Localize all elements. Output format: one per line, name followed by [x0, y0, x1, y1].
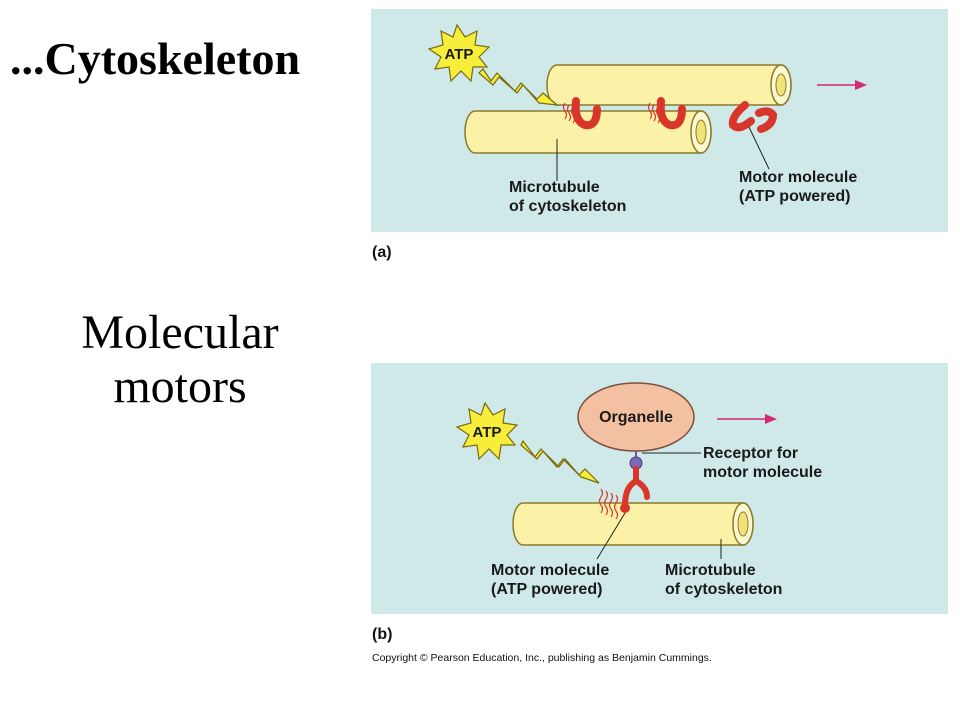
- panel-b-label: (b): [372, 626, 393, 643]
- receptor-label-2: motor molecule: [703, 464, 822, 481]
- diagram-panel-b: Organelle ATP: [371, 363, 948, 614]
- motor-molecule: [656, 97, 686, 130]
- receptor: [629, 451, 643, 470]
- atp-starburst-a: ATP: [427, 23, 491, 83]
- diagram-b-svg: Organelle ATP: [371, 363, 948, 614]
- motor-label-a-2: (ATP powered): [739, 188, 850, 205]
- subtitle-line-1: Molecular: [81, 306, 279, 359]
- organelle: Organelle: [577, 382, 695, 452]
- motor-molecule: [755, 107, 778, 133]
- motor-molecules-a: [571, 97, 778, 133]
- diagram-panel-a: ATP Microtubule of cytoskeleton Motor mo…: [371, 9, 948, 232]
- upper-microtubule: [546, 64, 792, 106]
- leader-line-motor-a: [748, 126, 770, 170]
- energy-squiggles-b: [598, 488, 619, 520]
- diagram-a-svg: ATP Microtubule of cytoskeleton Motor mo…: [371, 9, 948, 232]
- direction-arrow-a: [817, 80, 867, 90]
- microtubule-label-a-1: Microtubule: [509, 179, 600, 196]
- slide-title: ...Cytoskeleton: [10, 33, 301, 84]
- copyright-notice: Copyright © Pearson Education, Inc., pub…: [372, 652, 712, 664]
- receptor-label-1: Receptor for: [703, 445, 798, 462]
- slide-subtitle: Molecular motors: [40, 306, 320, 414]
- lightning-bolt-a: [478, 68, 559, 106]
- energy-squiggles-a: [562, 102, 661, 124]
- organelle-label: Organelle: [599, 409, 673, 426]
- subtitle-line-2: motors: [113, 359, 247, 413]
- motor-label-a-1: Motor molecule: [739, 169, 857, 186]
- lower-microtubule: [464, 110, 712, 154]
- motor-label-b-2: (ATP powered): [491, 581, 602, 598]
- microtubule-label-b-1: Microtubule: [665, 562, 756, 579]
- motor-molecule-b: [622, 466, 650, 508]
- atp-label-a: ATP: [445, 46, 474, 63]
- panel-a-label: (a): [372, 244, 392, 261]
- microtubule-b: [512, 502, 754, 546]
- atp-label-b: ATP: [473, 424, 502, 441]
- atp-starburst-b: ATP: [455, 401, 519, 461]
- microtubule-label-a-2: of cytoskeleton: [509, 198, 626, 215]
- motor-label-b-1: Motor molecule: [491, 562, 609, 579]
- motor-molecule: [728, 101, 755, 132]
- motor-head: [620, 503, 630, 513]
- motor-molecule: [571, 97, 601, 130]
- direction-arrow-b: [717, 414, 777, 424]
- leader-line-motor-b: [596, 512, 626, 560]
- lightning-bolt-b: [520, 439, 600, 484]
- microtubule-label-b-2: of cytoskeleton: [665, 581, 782, 598]
